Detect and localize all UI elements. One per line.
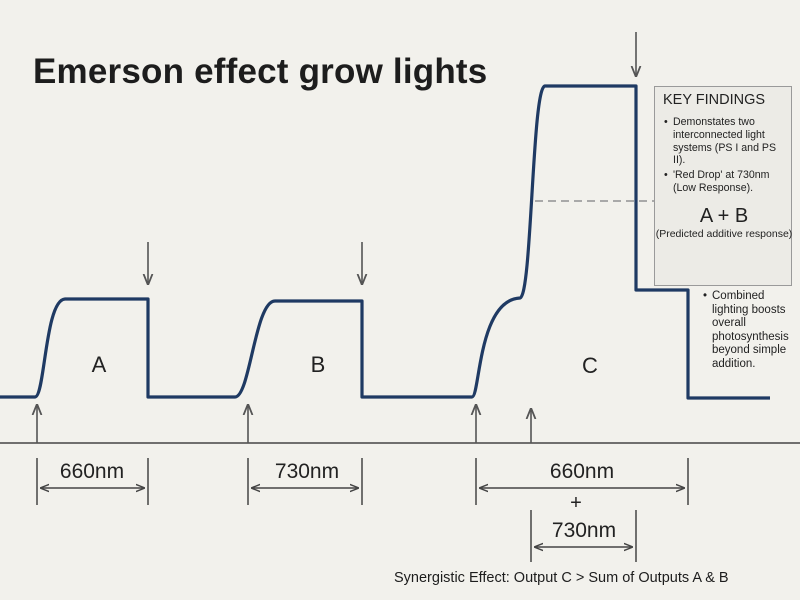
bullet-icon: • (703, 290, 708, 302)
additive-label: A + B (699, 205, 749, 227)
bullet-icon: • (664, 116, 668, 128)
additive-sublabel: (Predicted additive response) (655, 228, 793, 240)
bracket-c1 (475, 458, 689, 505)
bracket-c2 (530, 510, 637, 562)
bullet-icon: • (664, 169, 668, 181)
synergy-caption: Synergistic Effect: Output C > Sum of Ou… (394, 570, 729, 586)
key-finding-item: • 'Red Drop' at 730nm (Low Response). (664, 169, 770, 194)
page-title: Emerson effect grow lights (33, 52, 488, 91)
bracket-b (247, 458, 363, 505)
panel-label-b: B (311, 352, 326, 377)
key-finding-item: • Demonstates two interconnected light s… (664, 116, 777, 167)
wavelength-label-a: 660nm (60, 460, 124, 483)
bracket-a (36, 458, 149, 505)
wavelength-label-b: 730nm (275, 460, 339, 483)
panel-label-c: C (582, 353, 598, 378)
combined-lighting-note: • Combined lighting boosts overall photo… (703, 290, 789, 370)
wavelength-label-c2: 730nm (552, 519, 616, 542)
photosynthesis-response-curve (0, 84, 770, 400)
key-findings-heading: KEY FINDINGS (663, 92, 766, 108)
wavelength-label-c1: 660nm (550, 460, 614, 483)
panel-label-a: A (92, 352, 107, 377)
wavelength-plus: + (570, 492, 582, 514)
key-findings-box: KEY FINDINGS • Demonstates two interconn… (654, 86, 792, 286)
